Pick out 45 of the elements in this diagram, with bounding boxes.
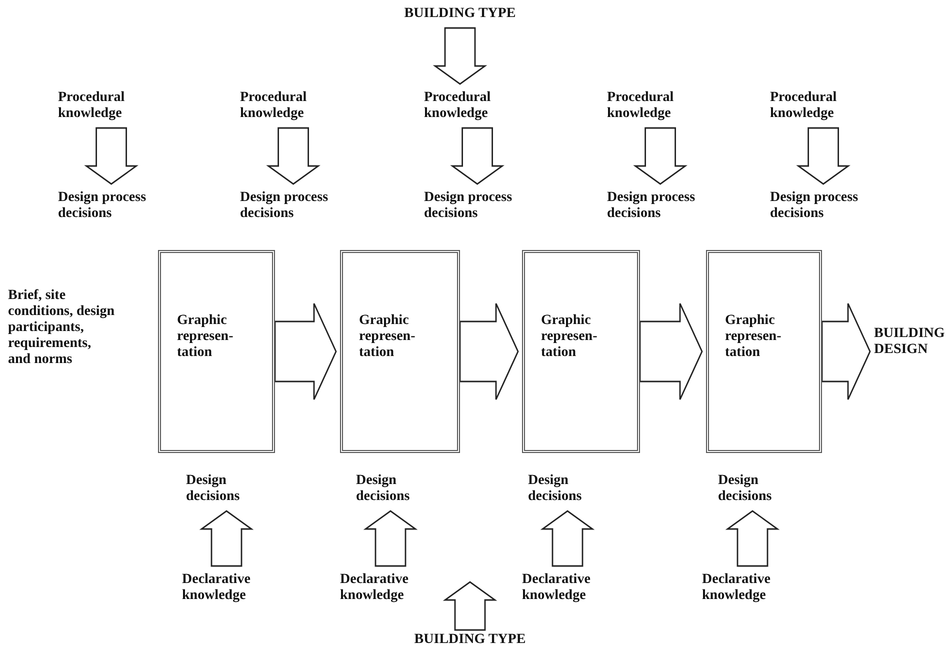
node-text: Design process decisions	[607, 190, 725, 222]
block-arrow	[266, 127, 320, 185]
block-arrow	[639, 302, 703, 400]
node-text: Declarative knowledge	[522, 572, 614, 604]
node-text: Procedural knowledge	[424, 90, 519, 122]
node-text: Design process decisions	[770, 190, 888, 222]
box-text: Graphic represen-tation	[359, 313, 416, 361]
block-arrow	[432, 27, 488, 85]
process-box	[706, 250, 822, 453]
block-arrow	[725, 510, 780, 567]
process-box	[522, 250, 640, 453]
node-text: Design process decisions	[240, 190, 358, 222]
node-text: Design decisions	[186, 473, 264, 505]
node-text: Design process decisions	[58, 190, 176, 222]
node-text: Declarative knowledge	[340, 572, 432, 604]
node-text: Procedural knowledge	[607, 90, 702, 122]
block-arrow	[450, 127, 504, 185]
block-arrow	[633, 127, 688, 185]
process-box	[340, 250, 460, 453]
box-text: Graphic represen-tation	[541, 313, 598, 361]
node-text: Declarative knowledge	[182, 572, 274, 604]
block-arrow	[459, 302, 519, 400]
heading-text: BUILDING TYPE	[395, 632, 545, 648]
box-text: Graphic represen-tation	[725, 313, 782, 361]
box-text: Graphic represen-tation	[177, 313, 234, 361]
block-arrow	[363, 510, 418, 567]
block-arrow	[540, 510, 595, 567]
block-arrow	[84, 127, 138, 185]
block-arrow	[821, 302, 871, 400]
node-text: BUILDING DESIGN	[874, 326, 950, 358]
node-text: Procedural knowledge	[58, 90, 153, 122]
node-text: Brief, site conditions, design participants, requirements, and norms	[8, 288, 116, 368]
node-text: Procedural knowledge	[240, 90, 335, 122]
node-text: Design decisions	[356, 473, 434, 505]
node-text: Design decisions	[528, 473, 606, 505]
node-text: Procedural knowledge	[770, 90, 865, 122]
node-text: Design process decisions	[424, 190, 542, 222]
node-text: Declarative knowledge	[702, 572, 794, 604]
block-arrow	[796, 127, 850, 185]
block-arrow	[442, 581, 498, 631]
block-arrow	[199, 510, 254, 567]
process-box	[158, 250, 275, 453]
node-text: Design decisions	[718, 473, 796, 505]
block-arrow	[274, 302, 337, 400]
heading-text: BUILDING TYPE	[380, 6, 540, 22]
